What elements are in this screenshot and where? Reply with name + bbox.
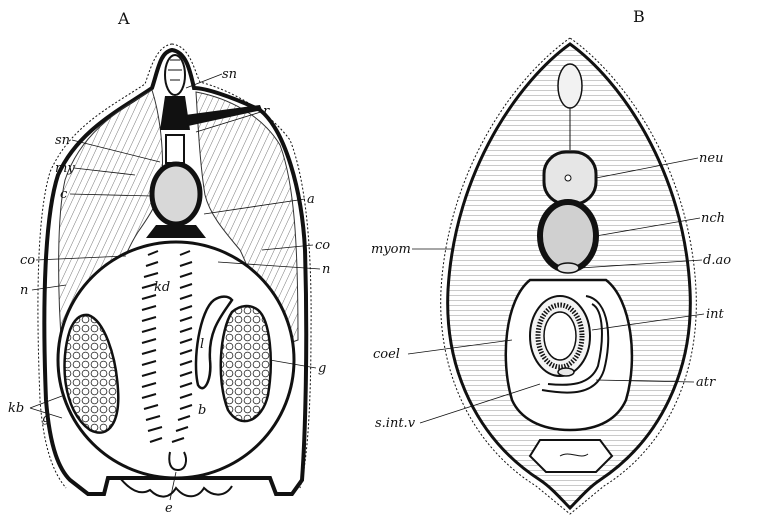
notochord-b: [540, 202, 596, 270]
label-g-right: g: [318, 361, 326, 376]
label-int: int: [706, 307, 725, 322]
label-atr: atr: [696, 375, 716, 390]
label-coel: coel: [373, 347, 400, 362]
label-n-left: n: [20, 283, 28, 298]
label-l: l: [200, 337, 204, 352]
label-co-right: co: [315, 238, 330, 253]
label-co-left: co: [20, 253, 35, 268]
gonad-right-a: [221, 306, 271, 421]
dorsal-aorta-b: [557, 263, 579, 273]
label-a: a: [307, 192, 315, 207]
label-sn-top: sn: [222, 67, 237, 82]
label-n-right: n: [322, 262, 330, 277]
label-kb: kb: [8, 401, 24, 416]
label-d-ao: d.ao: [703, 253, 731, 268]
figure-a-panel-label: A: [117, 9, 130, 28]
label-s-int-v: s.int.v: [375, 416, 416, 431]
label-myom: myom: [371, 242, 411, 257]
label-kd: kd: [154, 280, 170, 295]
figure-b: B neu nch myom d.ao int coel atr s: [371, 7, 731, 514]
neural-tube-a: [165, 55, 185, 95]
notochord-a: [152, 164, 200, 224]
label-c: c: [60, 187, 68, 202]
label-neu: neu: [699, 151, 723, 166]
label-e: e: [165, 501, 173, 516]
figure-a: A sn r: [8, 9, 330, 516]
label-b: b: [198, 403, 206, 418]
figure-b-panel-label: B: [633, 7, 645, 26]
label-my: my: [55, 161, 75, 176]
label-sn-left: sn: [55, 133, 70, 148]
label-nch: nch: [701, 211, 725, 226]
label-r: r: [263, 104, 270, 119]
